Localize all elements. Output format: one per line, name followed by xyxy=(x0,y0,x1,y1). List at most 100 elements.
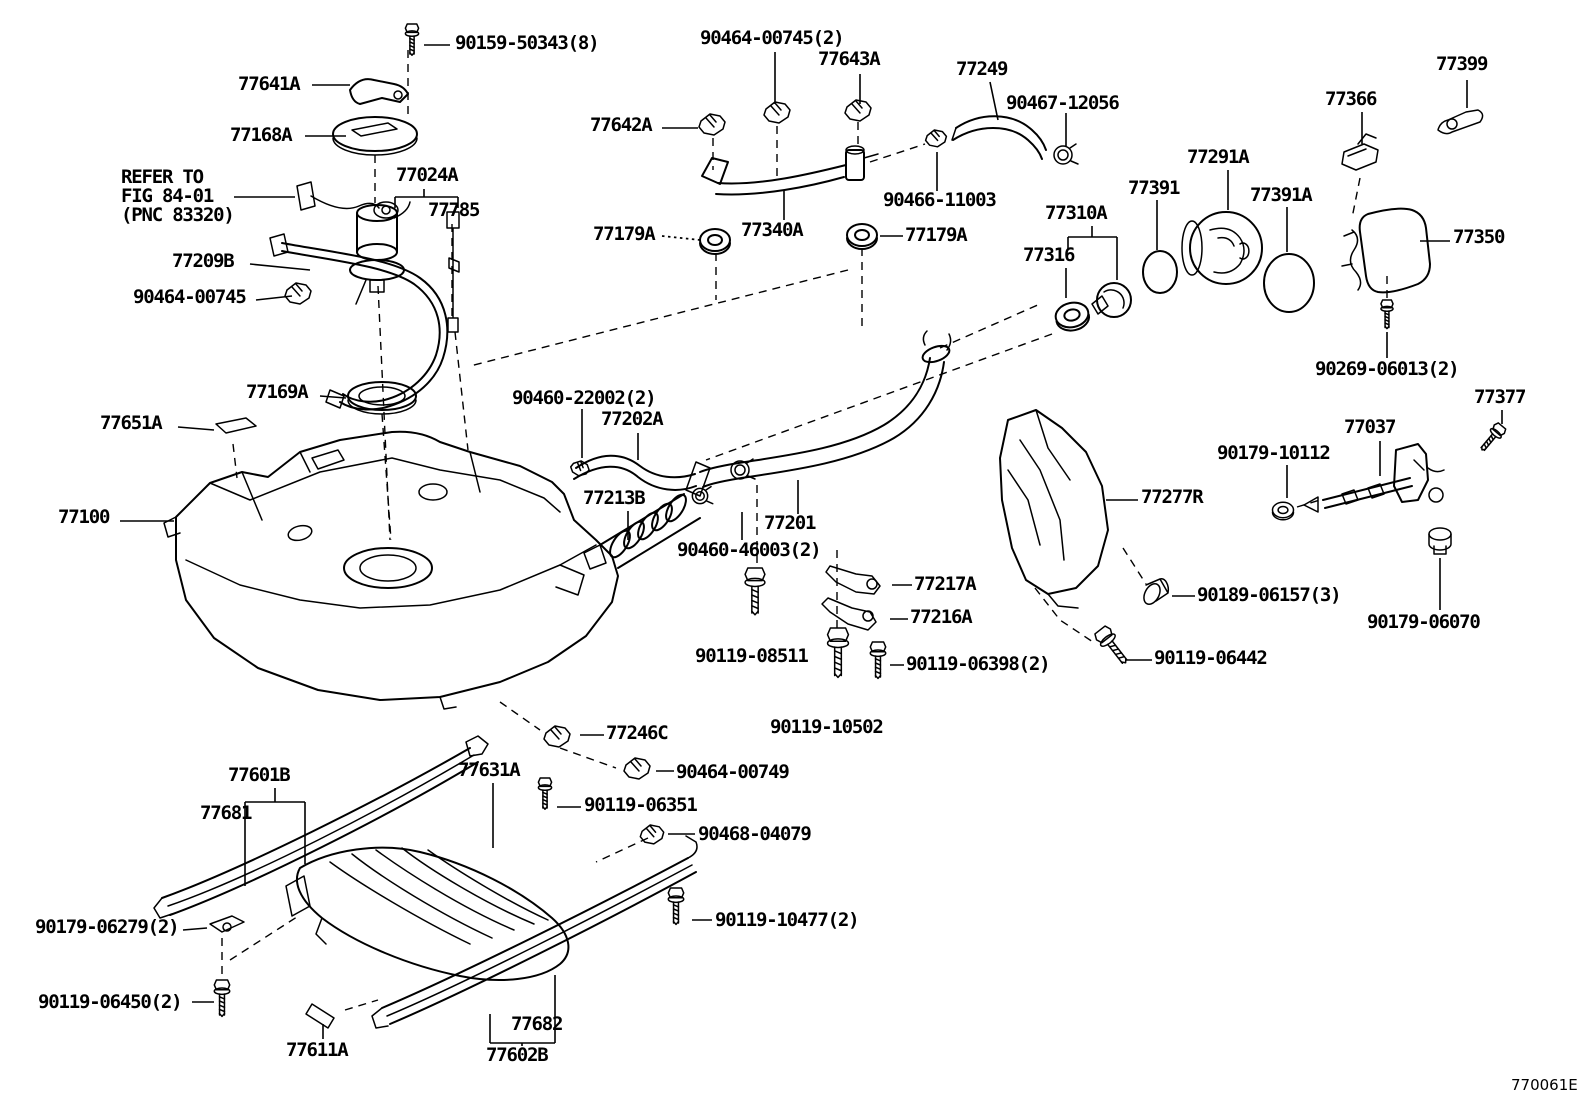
part-label-90119-10477-2: 90119-10477(2) xyxy=(715,909,860,931)
lid-hinge-clip-77366 xyxy=(1342,134,1378,170)
bolt-90119-06398 xyxy=(869,641,887,679)
part-label-90269-06013-2: 90269-06013(2) xyxy=(1315,358,1460,380)
part-label-77179a-right: 77179A xyxy=(905,224,968,246)
part-label-90159-50343-8: 90159-50343(8) xyxy=(455,32,600,54)
part-label-77601b: 77601B xyxy=(228,764,291,786)
part-label-77643a: 77643A xyxy=(818,48,881,70)
clip-77642a xyxy=(698,113,726,136)
part-label-77602b: 77602B xyxy=(486,1044,549,1066)
assembly-dashed-lines xyxy=(222,50,1387,1010)
clamp-90464-00745 xyxy=(284,282,312,305)
grommet-90179-10112 xyxy=(1271,501,1295,521)
screw-77377 xyxy=(1476,421,1508,455)
clamp-90467-12056 xyxy=(1053,143,1079,165)
part-label-90460-22002-2: 90460-22002(2) xyxy=(512,387,657,409)
part-label-77246c: 77246C xyxy=(606,722,669,744)
cap-sub-assembly-77310a xyxy=(1092,283,1131,317)
part-label-77611a: 77611A xyxy=(286,1039,349,1061)
part-label-90468-04079: 90468-04079 xyxy=(698,823,812,845)
lid-spring-77399 xyxy=(1438,110,1483,134)
leader-lines xyxy=(120,45,1502,1046)
clip-90468-04079 xyxy=(639,824,665,845)
fuel-filler-opening-lid-77350 xyxy=(1342,209,1430,293)
part-label-77642a: 77642A xyxy=(590,114,653,136)
part-label-90460-46003-2: 90460-46003(2) xyxy=(677,539,822,561)
retainer-bracket-77641a xyxy=(350,79,408,104)
part-label-90119-10502: 90119-10502 xyxy=(770,716,884,738)
breather-tube-77340a xyxy=(702,146,878,195)
bolt-90119-10477 xyxy=(667,887,685,925)
clamp-90460-46003-b xyxy=(691,486,714,505)
part-label-77366: 77366 xyxy=(1325,88,1377,110)
part-label-77785: 77785 xyxy=(428,199,480,221)
part-label-77340a: 77340A xyxy=(741,219,804,241)
filler-hose-77213b xyxy=(584,492,700,569)
part-label-77213b: 77213B xyxy=(583,487,646,509)
bolt-90119-06450 xyxy=(213,979,231,1017)
part-label-90466-11003: 90466-11003 xyxy=(883,189,997,211)
cushion-90189-06157 xyxy=(1141,579,1169,607)
part-label-77249: 77249 xyxy=(956,58,1008,80)
filler-pipe-protector-77277r xyxy=(1000,410,1108,608)
clip-90464-00749 xyxy=(623,757,651,780)
part-label-90189-06157-3: 90189-06157(3) xyxy=(1197,584,1342,606)
fuel-tank-77100 xyxy=(164,432,618,709)
part-label-77291a: 77291A xyxy=(1187,146,1250,168)
fuel-filler-pipe-77201 xyxy=(686,331,952,496)
screw-90269-06013 xyxy=(1380,299,1394,330)
screw-90119-06351 xyxy=(537,777,553,810)
part-label-77399: 77399 xyxy=(1436,53,1488,75)
part-label-77100: 77100 xyxy=(58,506,110,528)
part-label-90179-10112: 90179-10112 xyxy=(1217,442,1331,464)
fuel-sender-gauge-77785 xyxy=(447,212,459,332)
fuel-pump-assembly-77024a xyxy=(350,202,410,304)
grommet-77179a-left xyxy=(699,228,731,255)
part-label-77631a: 77631A xyxy=(458,759,521,781)
part-label-77168a: 77168A xyxy=(230,124,293,146)
part-label-77209b: 77209B xyxy=(172,250,235,272)
part-label-77217a: 77217A xyxy=(914,573,977,595)
tank-cap-gasket-77168a xyxy=(333,117,417,155)
clip-90466-11003 xyxy=(924,129,948,148)
bolt-90119-10502 xyxy=(826,627,850,679)
part-label-90464-00745: 90464-00745 xyxy=(133,286,247,308)
gasket-ring-77169a xyxy=(348,382,416,414)
part-label-90179-06070: 90179-06070 xyxy=(1367,611,1481,633)
part-label-90464-00749: 90464-00749 xyxy=(676,761,790,783)
part-label-77179a-left: 77179A xyxy=(593,223,656,245)
part-label-77277r: 77277R xyxy=(1141,486,1204,508)
bolt-90119-06442 xyxy=(1092,623,1134,669)
part-label-90119-06351: 90119-06351 xyxy=(584,794,698,816)
bracket-77216a xyxy=(822,598,876,630)
fuel-suction-tube-77209b xyxy=(270,234,447,409)
grommet-77179a-right xyxy=(846,223,878,250)
part-label-90179-06279-2: 90179-06279(2) xyxy=(35,916,180,938)
part-label-90119-06442: 90119-06442 xyxy=(1154,647,1268,669)
part-label-77682: 77682 xyxy=(511,1013,563,1035)
part-label-90119-06398-2: 90119-06398(2) xyxy=(906,653,1051,675)
ring-77316 xyxy=(1052,298,1093,335)
clip-90464-00745-2 xyxy=(763,101,791,124)
part-label-77641a: 77641A xyxy=(238,73,301,95)
part-label-figure-code: 770061E xyxy=(1511,1076,1578,1094)
part-label-90467-12056: 90467-12056 xyxy=(1006,92,1120,114)
part-label-77037: 77037 xyxy=(1344,416,1396,438)
tank-band-77631a xyxy=(372,836,697,1028)
part-label-refer-note: REFER TO FIG 84-01 (PNC 83320) xyxy=(121,166,235,226)
part-label-77310a: 77310A xyxy=(1045,202,1108,224)
part-label-90119-06450-2: 90119-06450(2) xyxy=(38,991,183,1013)
vent-hose-77202a xyxy=(574,456,696,490)
dotted-leader-77179a xyxy=(662,236,700,240)
gasket-77391 xyxy=(1143,251,1177,293)
part-label-77350: 77350 xyxy=(1453,226,1505,248)
gasket-77391a xyxy=(1264,254,1314,312)
part-label-77651a: 77651A xyxy=(100,412,163,434)
cushion-strip-77611a xyxy=(306,1004,334,1028)
part-label-77316: 77316 xyxy=(1023,244,1075,266)
part-label-77201: 77201 xyxy=(764,512,816,534)
fuel-tank-vent-hose-77249 xyxy=(952,116,1046,159)
part-label-77681: 77681 xyxy=(200,802,252,824)
part-label-77169a: 77169A xyxy=(246,381,309,403)
part-label-77024a: 77024A xyxy=(396,164,459,186)
